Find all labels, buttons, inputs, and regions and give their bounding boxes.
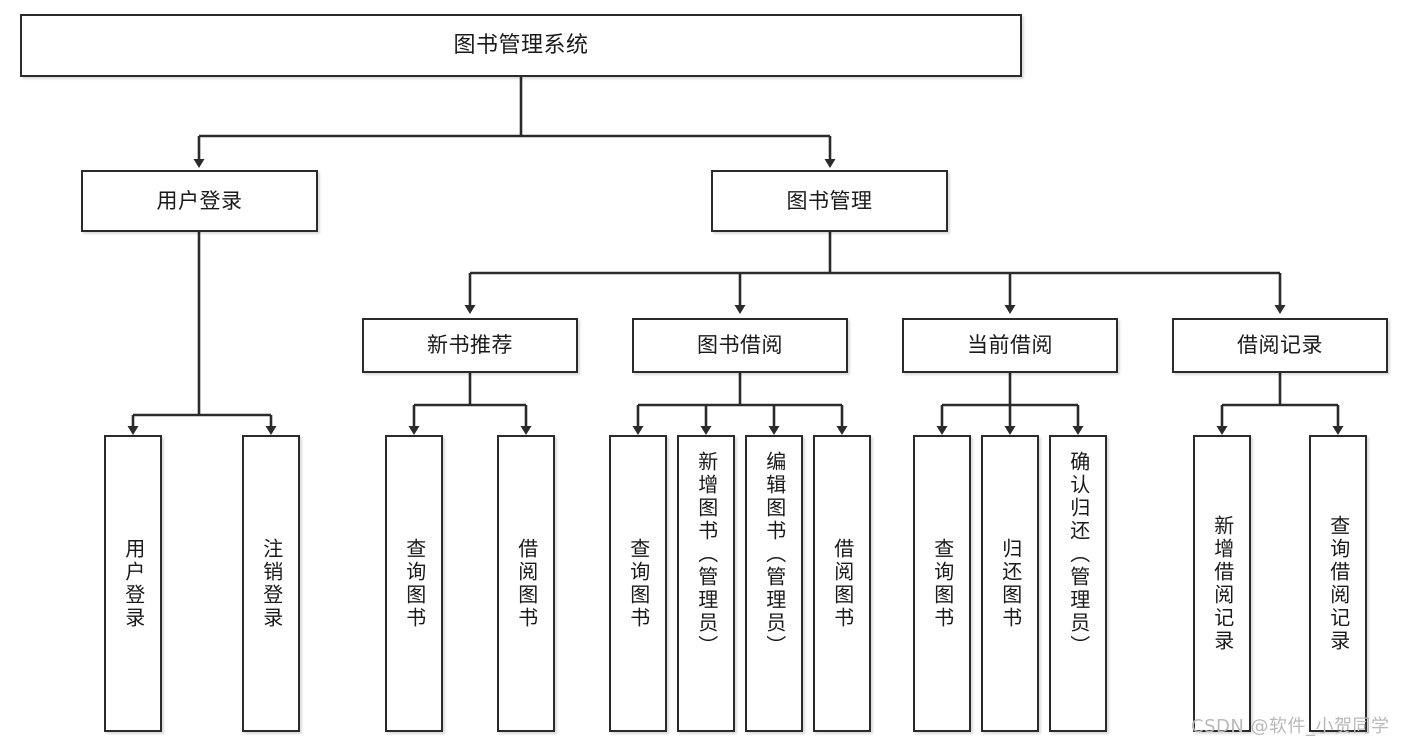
node-leaf-return-book[interactable]: 归还图书	[981, 435, 1039, 732]
node-leaf-query-record-label: 查询借阅记录	[1326, 514, 1351, 653]
node-borrow-record-label: 借阅记录	[1237, 333, 1323, 358]
node-current-borrow-label: 当前借阅	[967, 333, 1053, 358]
node-user-login[interactable]: 用户登录	[81, 170, 318, 232]
node-root[interactable]: 图书管理系统	[20, 14, 1022, 77]
node-leaf-return-book-label: 归还图书	[998, 537, 1023, 630]
node-book-borrow-label: 图书借阅	[697, 333, 783, 358]
node-borrow-record[interactable]: 借阅记录	[1172, 318, 1388, 373]
node-leaf-borrow-book-2[interactable]: 借阅图书	[813, 435, 871, 732]
node-leaf-user-logout[interactable]: 注销登录	[242, 435, 300, 732]
node-leaf-query-record[interactable]: 查询借阅记录	[1309, 435, 1367, 732]
node-new-book-recommend[interactable]: 新书推荐	[362, 318, 578, 373]
node-leaf-add-record-label: 新增借阅记录	[1210, 514, 1235, 653]
node-leaf-add-record[interactable]: 新增借阅记录	[1193, 435, 1251, 732]
node-book-manage[interactable]: 图书管理	[711, 170, 948, 232]
node-leaf-edit-book[interactable]: 编辑图书（管理员）	[745, 435, 803, 732]
node-leaf-borrow-book-1[interactable]: 借阅图书	[497, 435, 555, 732]
node-leaf-query-book-2[interactable]: 查询图书	[609, 435, 667, 732]
node-leaf-query-book-1-label: 查询图书	[402, 537, 427, 630]
node-leaf-borrow-book-1-label: 借阅图书	[514, 537, 539, 630]
node-leaf-query-book-3[interactable]: 查询图书	[913, 435, 971, 732]
node-leaf-query-book-3-label: 查询图书	[930, 537, 955, 630]
node-leaf-user-login-label: 用户登录	[121, 537, 146, 630]
node-leaf-edit-book-label: 编辑图书（管理员）	[762, 451, 787, 658]
node-leaf-query-book-1[interactable]: 查询图书	[385, 435, 443, 732]
node-new-book-recommend-label: 新书推荐	[427, 333, 513, 358]
node-root-label: 图书管理系统	[453, 32, 589, 58]
node-leaf-confirm-return[interactable]: 确认归还（管理员）	[1049, 435, 1107, 732]
node-leaf-confirm-return-label: 确认归还（管理员）	[1066, 451, 1091, 658]
node-current-borrow[interactable]: 当前借阅	[902, 318, 1118, 373]
node-leaf-add-book-label: 新增图书（管理员）	[694, 451, 719, 658]
node-leaf-borrow-book-2-label: 借阅图书	[830, 537, 855, 630]
node-leaf-user-logout-label: 注销登录	[259, 537, 284, 630]
node-leaf-user-login[interactable]: 用户登录	[104, 435, 162, 732]
node-book-borrow[interactable]: 图书借阅	[632, 318, 848, 373]
node-leaf-add-book[interactable]: 新增图书（管理员）	[677, 435, 735, 732]
node-book-manage-label: 图书管理	[786, 188, 873, 213]
node-leaf-query-book-2-label: 查询图书	[626, 537, 651, 630]
node-user-login-label: 用户登录	[156, 188, 243, 213]
